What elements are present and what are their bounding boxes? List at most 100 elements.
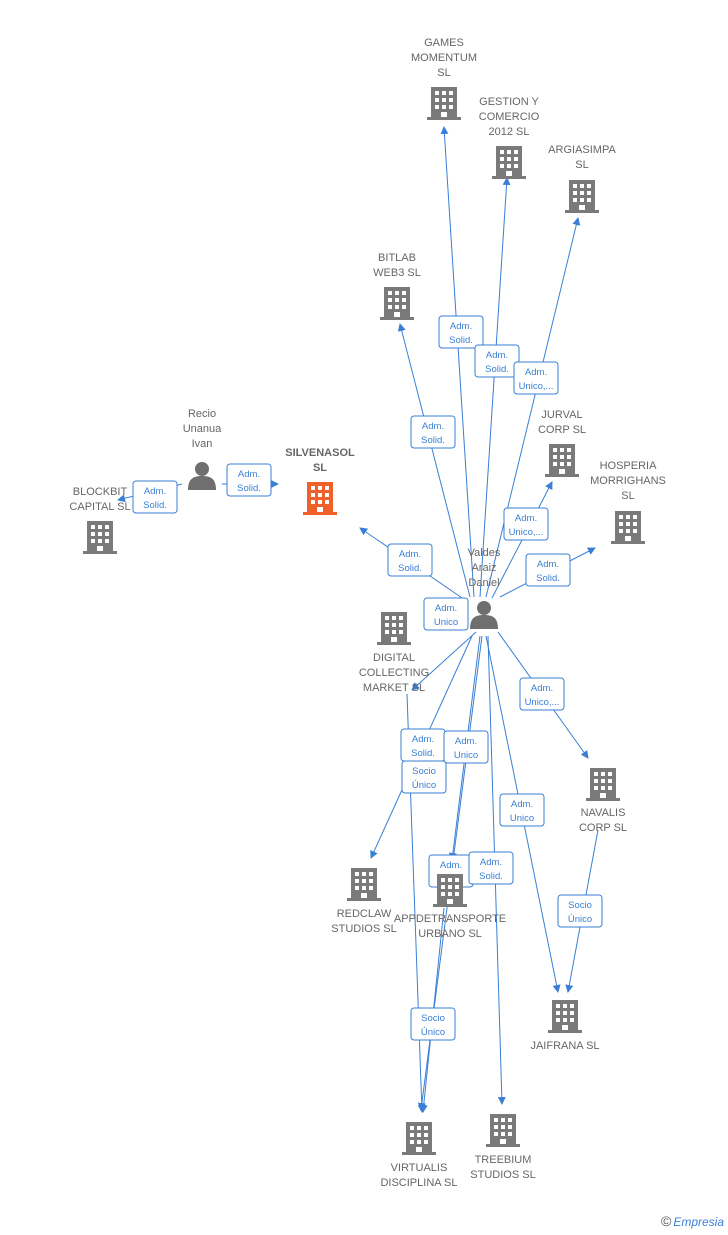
relation-labels-layer: Adm. Solid. Adm. Solid. Adm. Unico,... Adm. Sol… (132, 315, 603, 1041)
edge-valdes-argiasimpa (485, 217, 581, 598)
node-label: SL (437, 67, 450, 79)
relation-box (499, 793, 545, 827)
edge-valdes-gestion (479, 177, 511, 598)
empresia-logo[interactable]: Empresia (673, 1215, 724, 1229)
node-label: CAPITAL SL (69, 501, 130, 513)
relation-box (443, 730, 489, 764)
relation-text: Unico,... (519, 381, 554, 392)
relation-text: Adm. (480, 857, 502, 868)
node-label: MORRIGHANS (590, 475, 666, 487)
relation-text: Adm. (422, 421, 444, 432)
relation-text: Adm. (412, 734, 434, 745)
relation-text: Unico,... (525, 697, 560, 708)
node-label: Araiz (471, 562, 496, 574)
relation-label-valdes-jaifrana[interactable]: Adm.Unico (499, 793, 545, 827)
relation-text: Unico,... (509, 527, 544, 538)
relation-text: Solid. (411, 748, 435, 759)
relation-label-valdes-navalis[interactable]: Adm. Unico,... (519, 677, 565, 711)
relation-label-valdes-games[interactable]: Adm.Solid. (438, 315, 484, 349)
relation-box (410, 415, 456, 449)
building-icon (545, 444, 579, 477)
edge-valdes-bitlab (397, 323, 471, 598)
node-label: Unanua (183, 423, 222, 435)
node-label: APPDETRANSPORTE (394, 913, 506, 925)
relation-text: Socio (421, 1013, 445, 1024)
node-jaifrana[interactable]: JAIFRANA SL (530, 1000, 600, 1052)
relation-text: Adm. (537, 559, 559, 570)
building-icon (83, 521, 117, 554)
building-icon (377, 612, 411, 645)
building-icon (303, 482, 337, 515)
relation-label-valdes-redclaw[interactable]: Adm. Solid. (400, 728, 446, 762)
relation-label-valdes-gestion[interactable]: Adm.Solid. (474, 344, 520, 378)
building-icon (402, 1122, 436, 1155)
node-label: VIRTUALIS (391, 1162, 448, 1174)
relation-box (503, 507, 549, 541)
relation-box (519, 677, 565, 711)
relation-text: Adm. (531, 683, 553, 694)
relation-label-valdes-argiasimpa[interactable]: Adm.Unico,... (513, 361, 559, 395)
relation-label-valdes-digital[interactable]: Adm.Unico (423, 597, 469, 631)
relation-text: Unico (434, 617, 458, 628)
relation-label-valdes-jurval[interactable]: Adm. Unico,... (503, 507, 549, 541)
node-label: MARKET SL (363, 682, 425, 694)
relation-box (226, 463, 272, 497)
relation-label-valdes-appde[interactable]: Adm. Unico (443, 730, 489, 764)
node-label: SL (575, 159, 588, 171)
relation-text: Solid. (398, 563, 422, 574)
relation-label-valdes-bitlab[interactable]: Adm.Solid. (410, 415, 456, 449)
building-icon (347, 868, 381, 901)
building-icon (380, 287, 414, 320)
relation-box (513, 361, 559, 395)
relation-text: Solid. (237, 483, 261, 494)
node-label: Recio (188, 408, 216, 420)
relation-text: Solid. (143, 500, 167, 511)
node-virtualis[interactable]: VIRTUALIS DISCIPLINA SL (380, 1122, 458, 1189)
building-icon (427, 87, 461, 120)
relation-text: Adm. (511, 799, 533, 810)
relation-label-valdes-silvenasol[interactable]: Adm.Solid. (387, 543, 433, 577)
node-label: SL (621, 490, 634, 502)
relation-box (401, 760, 447, 794)
relation-text: Adm. (515, 513, 537, 524)
node-label: BITLAB (378, 252, 416, 264)
person-icon (188, 462, 216, 490)
building-icon (565, 180, 599, 213)
node-label: SILVENASOL (285, 447, 355, 459)
relation-label-recio-silvenasol[interactable]: Adm.Solid. (226, 463, 272, 497)
relation-label-valdes-treebium[interactable]: Adm. Solid. (468, 851, 514, 885)
relation-text: Adm. (455, 736, 477, 747)
relation-text: Solid. (479, 871, 503, 882)
node-label: STUDIOS SL (331, 923, 396, 935)
relation-text: Unico (454, 750, 478, 761)
relation-box (423, 597, 469, 631)
relation-box (525, 553, 571, 587)
relation-label-recio-blockbit[interactable]: Adm.Solid. (132, 480, 178, 514)
relation-label-valdes-hosperia[interactable]: Adm.Solid. (525, 553, 571, 587)
relation-text: Adm. (486, 350, 508, 361)
relation-text: Adm. (450, 321, 472, 332)
building-icon (611, 511, 645, 544)
node-label: Ivan (192, 438, 213, 450)
node-label: DISCIPLINA SL (380, 1177, 457, 1189)
